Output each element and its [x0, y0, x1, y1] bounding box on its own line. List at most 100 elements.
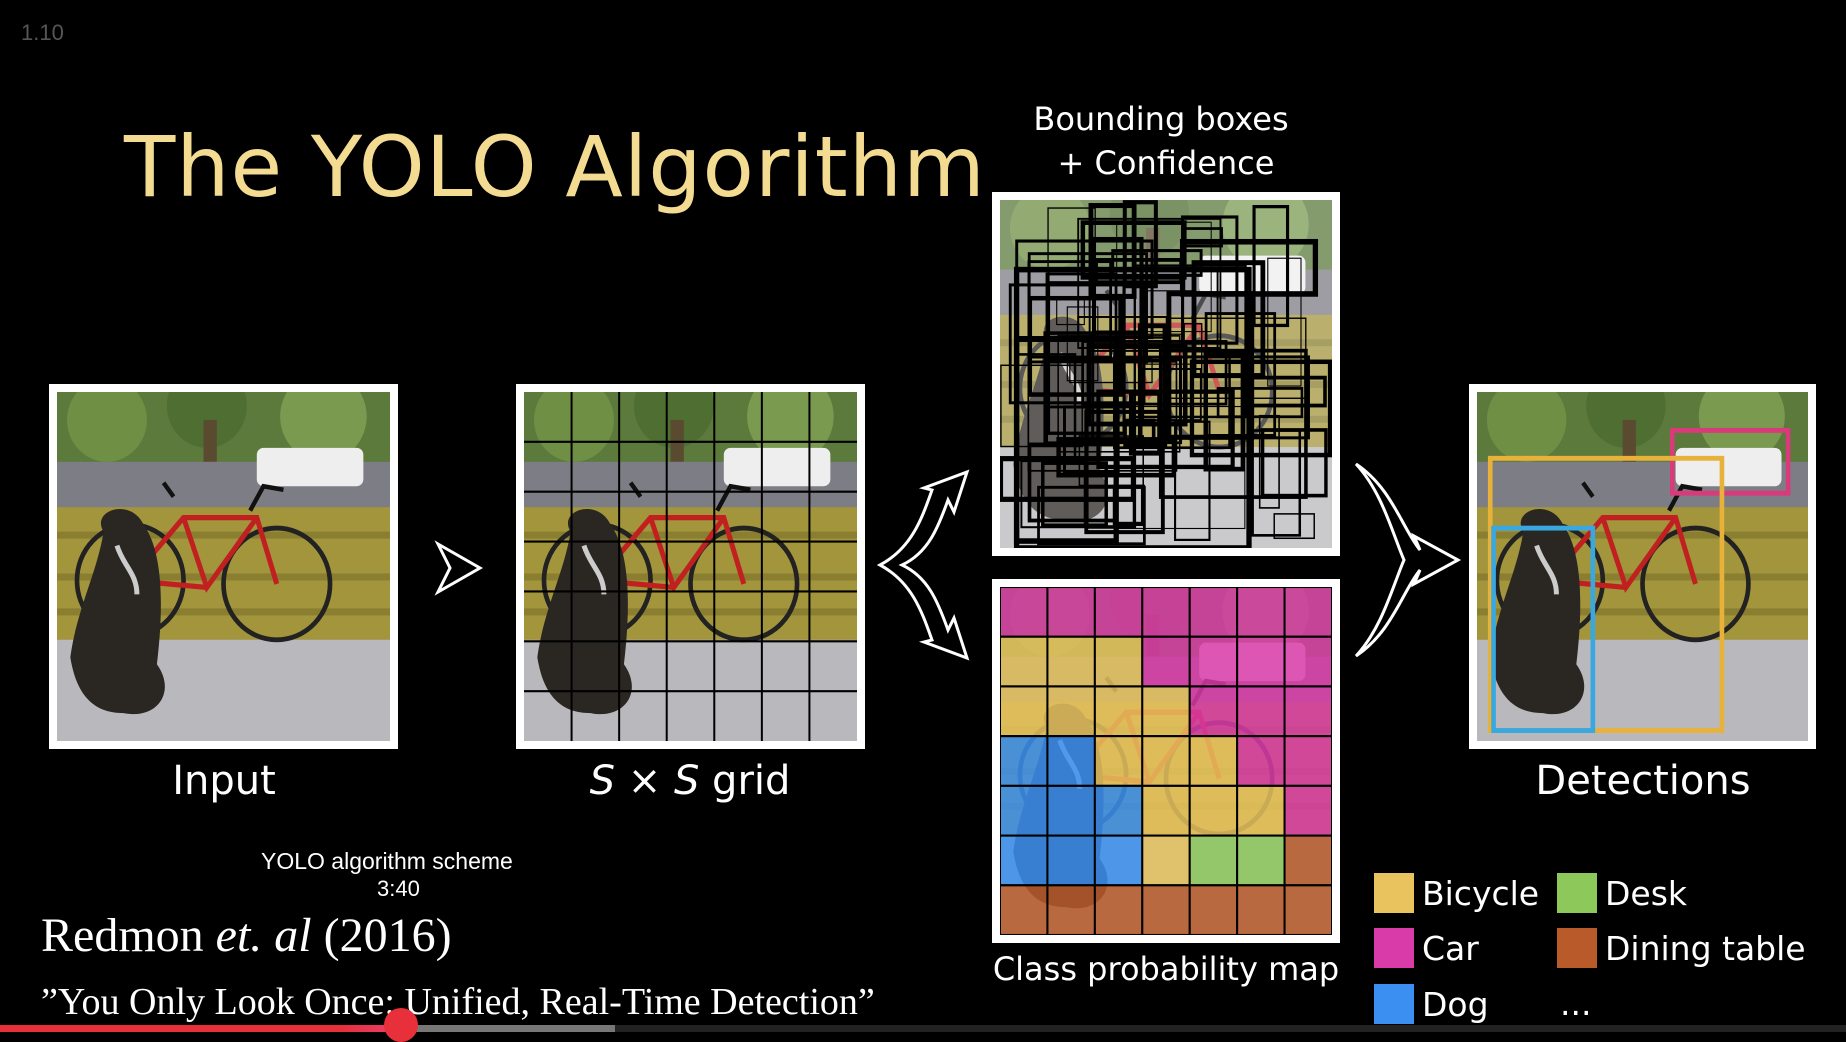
candidate-box — [1258, 414, 1280, 509]
candidate-box — [1273, 513, 1315, 540]
scrubber-handle[interactable] — [383, 1008, 418, 1042]
class-cell — [1046, 735, 1096, 787]
swatch-car — [1374, 928, 1414, 968]
class-cell — [1141, 587, 1191, 638]
class-cell — [1000, 735, 1049, 787]
candidate-box — [1252, 204, 1290, 328]
class-cell — [1236, 685, 1286, 738]
class-cell — [1188, 735, 1239, 787]
class-cell — [1093, 784, 1144, 837]
hover-time-tooltip: 3:40 — [377, 876, 420, 901]
candidate-box — [1133, 264, 1247, 419]
class-cell — [1236, 735, 1286, 787]
bounding-boxes-image — [992, 192, 1340, 556]
class-cell — [1093, 884, 1144, 935]
candidate-box — [1086, 343, 1188, 427]
input-label: Input — [172, 758, 276, 804]
class-cell — [1000, 884, 1049, 935]
swatch-dog — [1374, 984, 1414, 1024]
class-cell — [1000, 587, 1049, 638]
legend-label: Desk — [1605, 873, 1688, 913]
scene-photo — [57, 392, 390, 741]
class-cell — [1188, 587, 1239, 638]
class-map-label: Class probability map — [992, 950, 1340, 988]
input-image — [49, 384, 398, 749]
class-cell — [1093, 685, 1144, 738]
candidate-box — [1165, 317, 1307, 399]
class-cell — [1188, 834, 1239, 887]
class-cell — [1046, 884, 1096, 935]
swatch-desk — [1557, 873, 1597, 913]
progress-bar[interactable] — [0, 1025, 1846, 1032]
detection-box-car — [1669, 427, 1791, 496]
swatch-bicycle — [1374, 873, 1414, 913]
legend-bicycle: Bicycle — [1374, 873, 1539, 913]
class-cell — [1283, 685, 1332, 738]
candidate-box — [1111, 249, 1203, 277]
candidate-box — [1000, 364, 1083, 448]
class-cell — [1283, 587, 1332, 638]
chapter-title-tooltip: YOLO algorithm scheme — [261, 848, 513, 874]
slide-number: 1.10 — [21, 20, 64, 45]
class-cell — [1093, 735, 1144, 787]
class-cell — [1046, 784, 1096, 837]
paper-title: ”You Only Look Once: Unified, Real-Time … — [41, 981, 875, 1023]
class-cell — [1046, 587, 1096, 638]
bbox-label-line2: + Confidence — [1057, 144, 1275, 182]
legend-dog: Dog — [1374, 984, 1489, 1024]
split-arrow-icon — [876, 469, 970, 661]
arrow-right-icon — [434, 540, 484, 596]
class-cell — [1283, 884, 1332, 935]
legend-label: ... — [1560, 984, 1592, 1023]
class-cell — [1188, 784, 1239, 837]
class-cell — [1000, 685, 1049, 738]
candidate-box — [1260, 428, 1328, 498]
class-cell — [1188, 685, 1239, 738]
class-cell — [1046, 834, 1096, 887]
legend-desk: Desk — [1557, 873, 1687, 913]
class-cell — [1236, 635, 1286, 688]
class-cell — [1000, 834, 1049, 887]
candidate-box — [1179, 238, 1319, 297]
swatch-dining-table — [1557, 928, 1597, 968]
class-cell — [1000, 635, 1049, 688]
candidate-box — [1174, 420, 1211, 541]
class-cell — [1093, 834, 1144, 887]
class-cell — [1141, 635, 1191, 688]
detections-label: Detections — [1535, 758, 1751, 804]
slide-title: The YOLO Algorithm — [124, 118, 986, 216]
candidate-box — [1013, 266, 1252, 548]
citation: Redmon et. al (2016) — [41, 909, 452, 962]
class-cell — [1141, 735, 1191, 787]
scene-photo — [524, 392, 857, 741]
grid-label: S × S grid — [589, 758, 791, 804]
legend-more: ... — [1560, 984, 1591, 1023]
candidate-box — [1267, 257, 1302, 387]
legend-label: Bicycle — [1422, 873, 1540, 913]
class-cell — [1046, 635, 1096, 688]
candidate-box — [1116, 221, 1212, 333]
class-cell — [1093, 587, 1144, 638]
class-cell — [1046, 685, 1096, 738]
class-cell — [1236, 784, 1286, 837]
class-cell — [1236, 884, 1286, 935]
class-cell — [1188, 635, 1239, 688]
scene-photo — [1477, 392, 1808, 741]
progress-played — [0, 1025, 401, 1032]
legend-label: Dog — [1422, 984, 1489, 1024]
bbox-label-line1: Bounding boxes — [1033, 100, 1289, 138]
class-cell — [1188, 884, 1239, 935]
detections-image — [1469, 384, 1816, 749]
grid-image — [516, 384, 865, 749]
legend-dining-table: Dining table — [1557, 928, 1806, 968]
scene-photo — [1000, 200, 1332, 548]
detection-box-dog — [1491, 525, 1596, 733]
candidate-box — [1204, 312, 1277, 437]
class-cell — [1141, 685, 1191, 738]
class-cell — [1141, 784, 1191, 837]
class-cell — [1283, 784, 1332, 837]
candidate-box — [1041, 461, 1108, 528]
class-cell — [1093, 635, 1144, 688]
candidate-box — [1069, 357, 1153, 384]
class-cell — [1236, 587, 1286, 638]
